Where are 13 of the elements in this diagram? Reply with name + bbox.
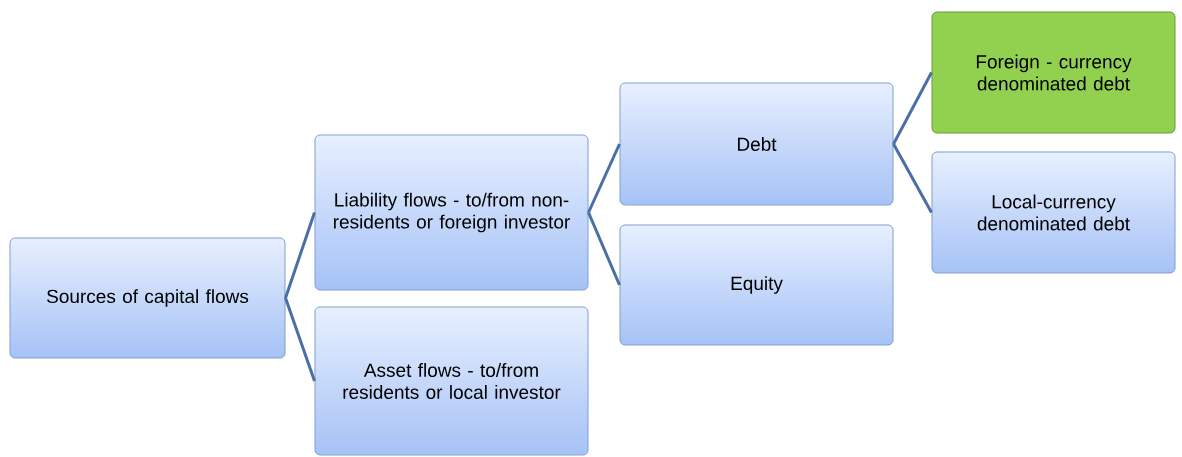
process-box: Local-currency denominated debt — [931, 151, 1176, 274]
connector-line — [892, 71, 933, 145]
process-box: Sources of capital flows — [9, 237, 286, 359]
connector-line — [284, 297, 316, 382]
process-box: Foreign - currency denominated debt — [931, 11, 1176, 134]
connector-line — [892, 143, 933, 214]
connector-line — [284, 212, 316, 299]
process-box: Liability flows - to/from non-residents or foreign investor — [314, 134, 589, 291]
connector-line — [587, 143, 621, 214]
process-box: Debt — [619, 82, 894, 206]
connector-line — [587, 211, 621, 286]
process-box: Asset flows - to/from residents or local investor — [314, 306, 589, 456]
process-box: Equity — [619, 224, 894, 346]
